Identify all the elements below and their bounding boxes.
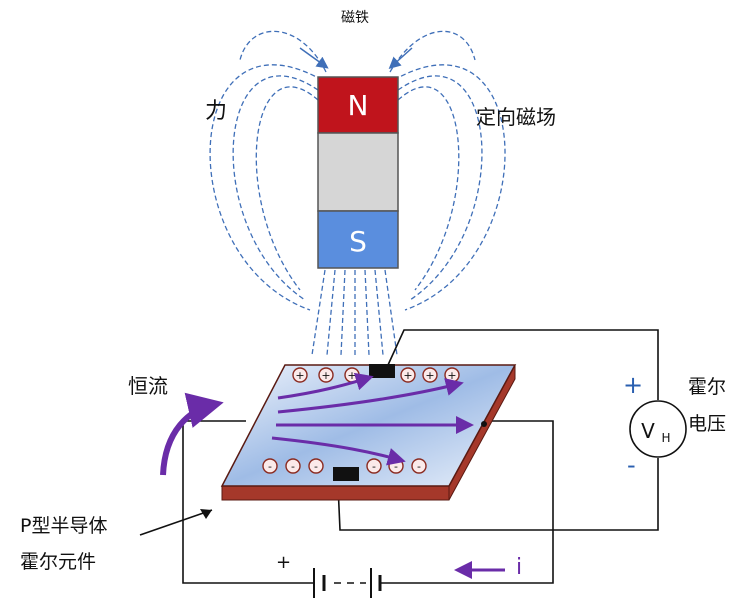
field-line — [364, 269, 370, 356]
magnet-south-pole — [317, 210, 399, 269]
positive-charge-circle — [400, 367, 416, 383]
negative-charge-circle — [308, 458, 324, 474]
wire-hall-top — [387, 329, 659, 400]
voltage-minus-label: - — [627, 451, 636, 479]
bottom-contact — [333, 467, 359, 481]
hall-voltage-label-line1: 霍尔 — [688, 376, 726, 398]
field-line — [340, 269, 346, 356]
positive-charge: + — [425, 369, 434, 382]
positive-charge: + — [347, 369, 356, 382]
wire-hall-bottom — [337, 458, 659, 531]
positive-charge: + — [403, 369, 412, 382]
force-label: 力 — [205, 99, 227, 124]
current-label: i — [516, 555, 522, 580]
plate-current-arrows — [271, 372, 474, 466]
field-line — [232, 75, 319, 301]
negative-charge-circle — [411, 458, 427, 474]
negative-charge-circle — [262, 458, 278, 474]
field-line — [326, 269, 336, 356]
field-lines — [209, 30, 506, 356]
magnet-label: 磁铁 — [341, 10, 369, 26]
south-label: S — [349, 225, 367, 258]
element-pointer — [139, 509, 213, 536]
constant-current-arrow — [160, 392, 224, 476]
positive-charge: + — [321, 369, 330, 382]
battery — [313, 568, 382, 598]
battery-plus-label: + — [276, 552, 291, 573]
negative-charge: - — [417, 460, 421, 473]
magnet: N S — [317, 76, 399, 269]
field-line — [255, 86, 319, 291]
side-contact — [481, 421, 487, 427]
field-line — [397, 86, 460, 291]
field-line — [311, 269, 326, 356]
top-contact — [369, 364, 395, 378]
field-arrow-left — [299, 47, 329, 69]
voltmeter-circle — [629, 400, 687, 458]
field-line — [389, 30, 476, 73]
negative-charge: - — [372, 460, 376, 473]
negative-charges: ------ — [262, 458, 427, 474]
element-pointer-head — [200, 509, 212, 519]
positive-charge-circle — [318, 367, 334, 383]
wire-right-loop — [380, 420, 554, 584]
voltmeter-symbol: V — [641, 419, 655, 443]
negative-charge: - — [394, 460, 398, 473]
field-label: 定向磁场 — [476, 105, 556, 129]
plate-arrow — [277, 378, 464, 414]
negative-charge-circle — [366, 458, 382, 474]
hall-element: + + + + + + - - - - - - — [220, 364, 517, 501]
negative-charge: - — [314, 460, 318, 473]
field-line — [374, 269, 384, 356]
hall-voltmeter: V H — [629, 400, 687, 458]
field-line — [384, 269, 398, 356]
voltage-plus-label: + — [623, 371, 643, 399]
positive-charge: + — [295, 369, 304, 382]
negative-charge: - — [291, 460, 295, 473]
north-label: N — [348, 89, 369, 122]
field-line — [393, 64, 506, 311]
field-line — [397, 75, 483, 301]
constant-current-label: 恒流 — [128, 374, 168, 398]
voltmeter-subscript: H — [661, 431, 670, 445]
element-label-line1: P型半导体 — [20, 515, 107, 537]
field-arrow-right — [388, 47, 413, 70]
positive-charge-circle — [422, 367, 438, 383]
circuit-wires — [182, 329, 659, 584]
field-line — [239, 30, 327, 73]
plate-arrow — [271, 436, 406, 466]
negative-charge: - — [268, 460, 272, 473]
magnet-body — [317, 132, 399, 212]
negative-charge-circle — [285, 458, 301, 474]
plate-arrow — [277, 372, 374, 400]
element-label-line2: 霍尔元件 — [20, 551, 96, 573]
positive-charge-circle — [292, 367, 308, 383]
positive-charge: + — [447, 369, 456, 382]
hall-voltage-label-line2: 电压 — [688, 413, 726, 435]
plate-front-edge — [221, 485, 450, 501]
